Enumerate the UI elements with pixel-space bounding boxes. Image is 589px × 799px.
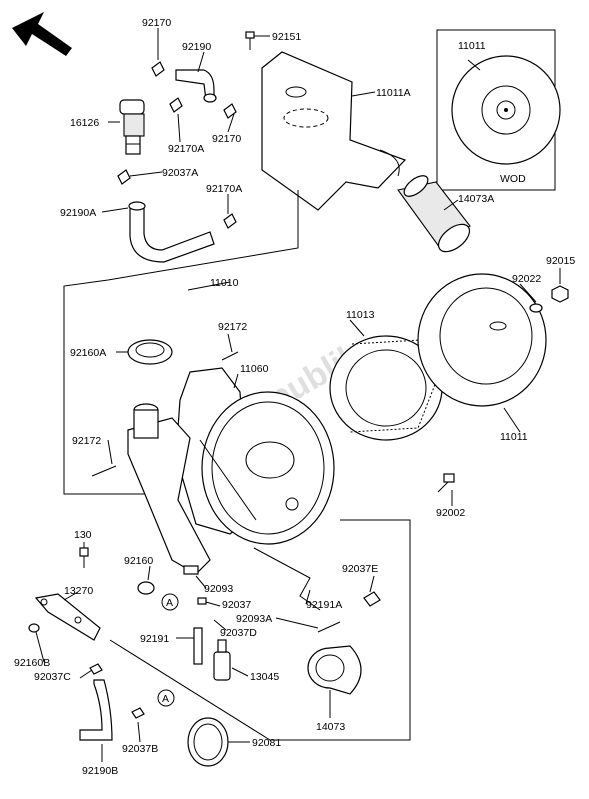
filter-element-11013 (329, 335, 443, 441)
callout: 92151 (272, 31, 301, 43)
callout: 92002 (436, 507, 465, 519)
callout: 92190 (182, 41, 211, 53)
callout: 92037 (222, 599, 251, 611)
ref-marker-a-2: A (157, 689, 175, 707)
hose-92190a (128, 201, 215, 263)
callout: 92191A (306, 599, 342, 611)
grommet-92160a (127, 339, 173, 365)
leader-lines (35, 28, 561, 762)
callout: 14073 (316, 721, 345, 733)
callout: 14073A (458, 193, 494, 205)
callout: 92160B (14, 657, 50, 669)
callout: 92170 (212, 133, 241, 145)
svg-text:A: A (166, 597, 173, 609)
clamp-92037b (131, 707, 145, 719)
front-arrow-icon (12, 12, 72, 56)
pipe-92191a (253, 547, 321, 611)
tube-14073a (397, 175, 471, 253)
hose-92190 (175, 69, 217, 103)
washer-92022 (529, 303, 543, 313)
gasket-92081 (187, 717, 229, 767)
duct-14073 (307, 645, 362, 695)
callout: 92170A (168, 143, 204, 155)
valve-16126 (119, 99, 145, 155)
inset-part-label: 11011 (458, 40, 486, 52)
clamp-92037c (89, 663, 103, 675)
plug-13045 (213, 639, 231, 681)
bolt-92002 (437, 473, 455, 493)
svg-text:A: A (162, 693, 169, 705)
hose-92190b (79, 679, 113, 741)
cover-11011 (417, 273, 547, 407)
callout: 92160 (124, 555, 153, 567)
clip-92037 (197, 597, 207, 605)
callout: 92160A (70, 347, 106, 359)
callout: 92172 (218, 321, 247, 333)
callout: 13045 (250, 671, 279, 683)
callout: 11060 (240, 363, 269, 375)
callout: 92190B (82, 765, 118, 777)
callout: 92172 (72, 435, 101, 447)
callout: 11011A (376, 87, 411, 99)
callout: 92093 (204, 583, 233, 595)
callout: 92190A (60, 207, 96, 219)
nut-92015 (551, 285, 569, 303)
callout: 130 (74, 529, 92, 541)
pin-92093 (183, 565, 199, 575)
bracket-13270 (34, 593, 101, 641)
callout: 92015 (546, 255, 575, 267)
grommet-92160b (28, 623, 40, 633)
callout: 92022 (512, 273, 541, 285)
callout: 92037E (342, 563, 378, 575)
callout: 11010 (210, 277, 239, 289)
callout: 11011 (500, 431, 528, 443)
callout: 92037C (34, 671, 71, 683)
ref-marker-a-1: A (161, 593, 179, 611)
air-cleaner-housing (175, 367, 335, 545)
callout: 92191 (140, 633, 169, 645)
bolt-130 (79, 547, 89, 568)
clamp-92037e (363, 591, 381, 607)
inset-note: WOD (500, 173, 526, 185)
callout: 92170 (142, 17, 171, 29)
bolt-92172 (91, 351, 239, 477)
pin-92093a (317, 621, 341, 633)
screw-92151 (245, 31, 255, 50)
grommet-92160 (137, 581, 155, 595)
callout-labels: 92170 92190 92151 11011A 16126 92170A 92… (14, 17, 575, 777)
callout: 92037D (220, 627, 257, 639)
tube-92191 (193, 627, 203, 665)
callout: 92081 (252, 737, 281, 749)
inset-box (436, 29, 561, 191)
callout: 16126 (70, 117, 99, 129)
callout: 92093A (236, 613, 272, 625)
clamp-icon (117, 61, 237, 229)
callout: 13270 (64, 585, 93, 597)
callout: 11013 (346, 309, 375, 321)
intake-housing (261, 51, 407, 211)
elbow-duct (127, 403, 211, 575)
callout: 92037A (162, 167, 198, 179)
callout: 92037B (122, 743, 158, 755)
callout: 92170A (206, 183, 242, 195)
